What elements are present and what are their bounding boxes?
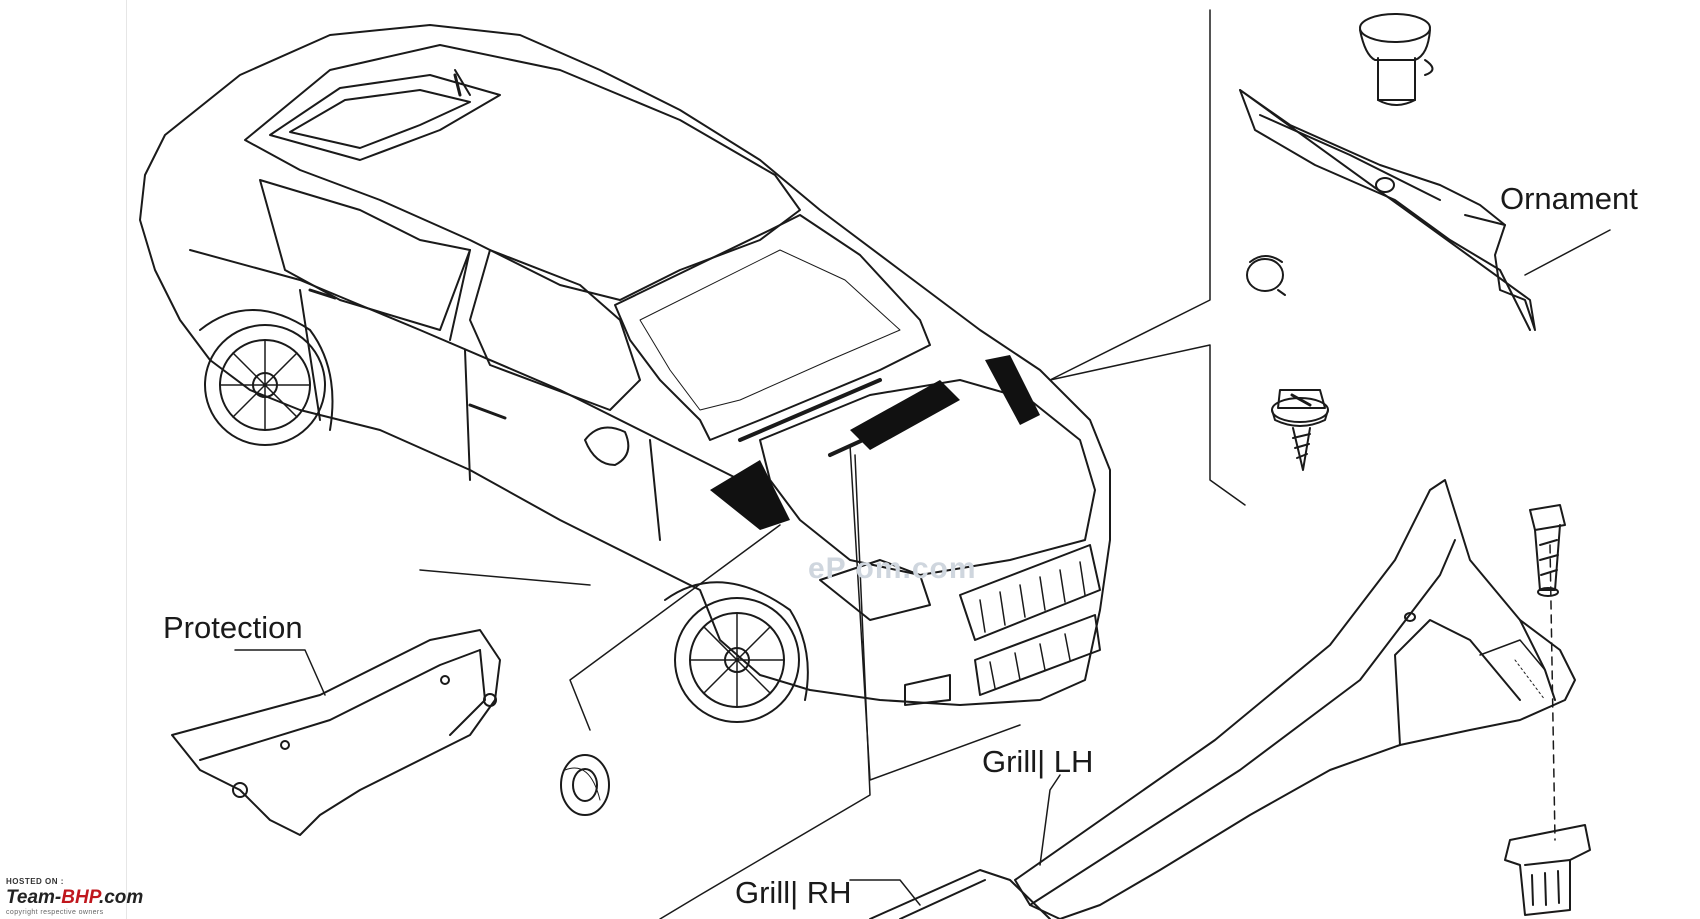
grill-rh-part bbox=[869, 869, 1051, 919]
grill-rh-leader bbox=[849, 879, 921, 906]
retainer-clip-part bbox=[1504, 824, 1591, 916]
rear-side-window bbox=[259, 179, 471, 331]
sunroof bbox=[269, 74, 501, 161]
screw-part bbox=[1271, 389, 1329, 471]
plug-part bbox=[1246, 255, 1286, 296]
rear-wheel bbox=[204, 324, 326, 446]
bolt-part bbox=[1529, 504, 1566, 597]
protection-label: Protection bbox=[163, 610, 303, 645]
ornament-part bbox=[1239, 89, 1536, 331]
side-mirror bbox=[584, 426, 630, 466]
cowl-mid-shade bbox=[850, 380, 960, 450]
car-illustration bbox=[139, 24, 1111, 723]
ornament-label: Ornament bbox=[1500, 181, 1638, 216]
car-roof bbox=[244, 44, 801, 301]
grommet-part bbox=[560, 754, 610, 816]
copyright-text: copyright respective owners bbox=[6, 909, 104, 916]
windscreen bbox=[614, 214, 931, 441]
host-credit: HOSTED ON : Team-BHP.com copyright respe… bbox=[6, 877, 143, 916]
team-bhp-logo: Team-BHP.com bbox=[6, 887, 143, 909]
grill-lh-part bbox=[1014, 479, 1576, 919]
logo-suffix: .com bbox=[98, 887, 144, 908]
cowl-left-shade bbox=[710, 460, 790, 530]
front-side-window bbox=[469, 249, 641, 411]
cowl-right-shade bbox=[985, 355, 1040, 425]
ornament-leader bbox=[1524, 229, 1611, 276]
grill-lh-label: Grill| LH bbox=[982, 744, 1094, 779]
protection-leader bbox=[234, 649, 326, 696]
lower-grille bbox=[974, 614, 1101, 696]
projection-lines bbox=[419, 9, 1556, 919]
front-grille bbox=[959, 544, 1101, 641]
grill-rh-label: Grill| RH bbox=[735, 875, 852, 910]
car-hood bbox=[759, 379, 1096, 576]
logo-accent: BHP bbox=[61, 887, 99, 908]
hosted-on-text: HOSTED ON : bbox=[6, 877, 64, 886]
grill-lh-leader bbox=[1039, 774, 1061, 866]
left-margin-strip bbox=[0, 0, 127, 919]
rivet-clip-part bbox=[1359, 13, 1434, 106]
protection-part bbox=[171, 629, 501, 836]
watermark: eP om.com bbox=[808, 552, 977, 585]
logo-prefix: Team- bbox=[6, 887, 62, 908]
front-wheel bbox=[674, 597, 800, 723]
